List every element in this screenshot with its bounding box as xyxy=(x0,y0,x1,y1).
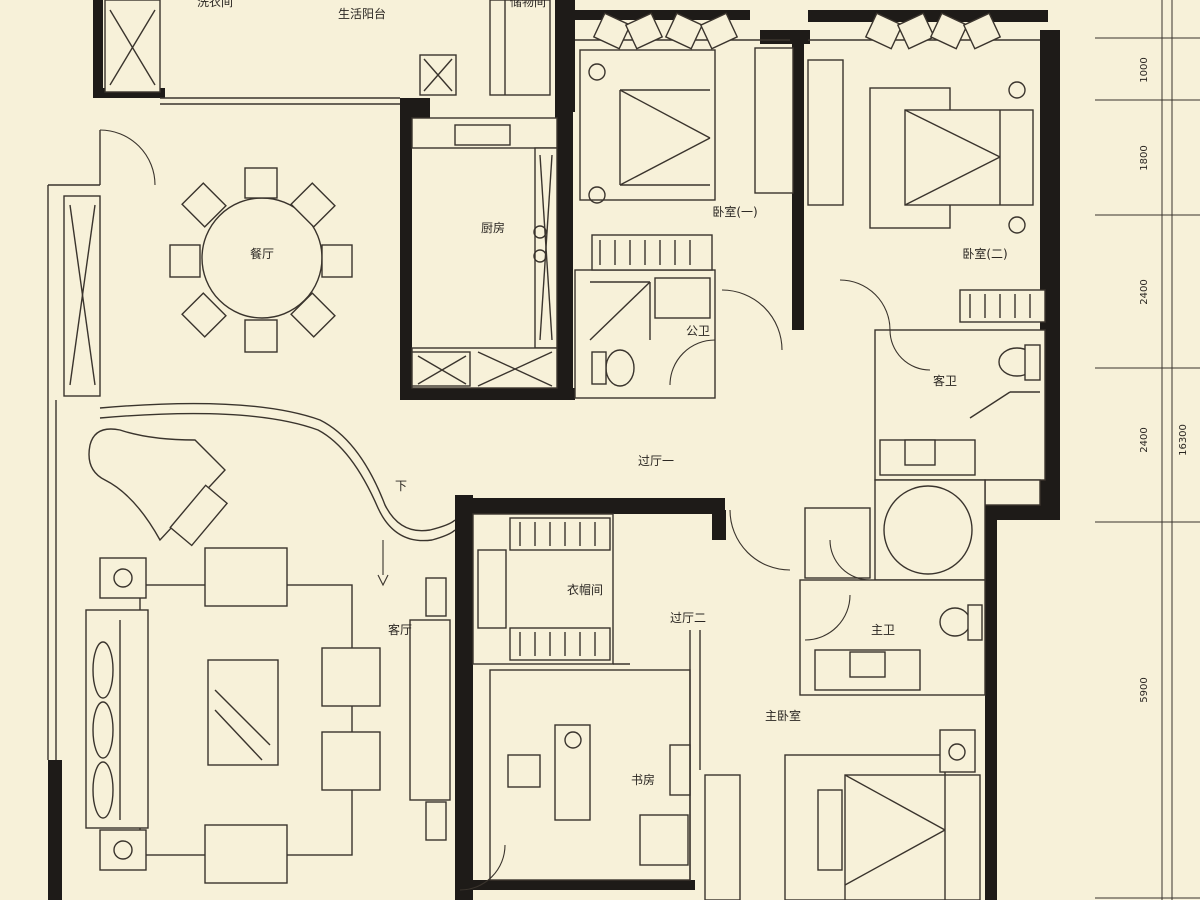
room-label-master-bedroom: 主卧室 xyxy=(765,708,801,723)
room-label-down: 下 xyxy=(395,479,407,493)
dim-16300: 16300 xyxy=(1178,424,1189,456)
walls xyxy=(48,0,1060,900)
dim-2400-b: 2400 xyxy=(1139,427,1150,452)
room-label-bedroom1: 卧室(一) xyxy=(712,204,757,219)
room-label-study: 书房 xyxy=(631,772,655,787)
living-set xyxy=(85,547,381,884)
dimension-rail xyxy=(1095,0,1200,900)
room-label-closet: 衣帽间 xyxy=(567,582,603,597)
room-label-guest-bath: 客卫 xyxy=(933,373,957,388)
thin-walls xyxy=(47,0,1046,900)
room-label-public-bath: 公卫 xyxy=(686,324,710,338)
room-label-bedroom2: 卧室(二) xyxy=(962,246,1007,261)
room-label-dining: 餐厅 xyxy=(250,246,274,261)
room-label-kitchen: 厨房 xyxy=(481,220,505,235)
room-label-utility-balcony: 生活阳台 xyxy=(338,6,386,21)
dining-set xyxy=(169,167,353,353)
room-label-master-bath: 主卫 xyxy=(871,623,895,637)
room-label-storage: 储物间 xyxy=(510,0,546,9)
dim-1800: 1800 xyxy=(1139,145,1150,170)
dim-2400-a: 2400 xyxy=(1139,279,1150,304)
room-label-living: 客厅 xyxy=(388,622,412,637)
room-label-laundry: 洗衣间 xyxy=(197,0,233,9)
doors xyxy=(99,129,931,891)
dim-1000: 1000 xyxy=(1139,57,1150,82)
room-label-hall2: 过厅二 xyxy=(670,611,706,625)
room-label-hall1: 过厅一 xyxy=(638,454,674,468)
top-windows xyxy=(419,12,1040,96)
dim-5900: 5900 xyxy=(1139,677,1150,702)
